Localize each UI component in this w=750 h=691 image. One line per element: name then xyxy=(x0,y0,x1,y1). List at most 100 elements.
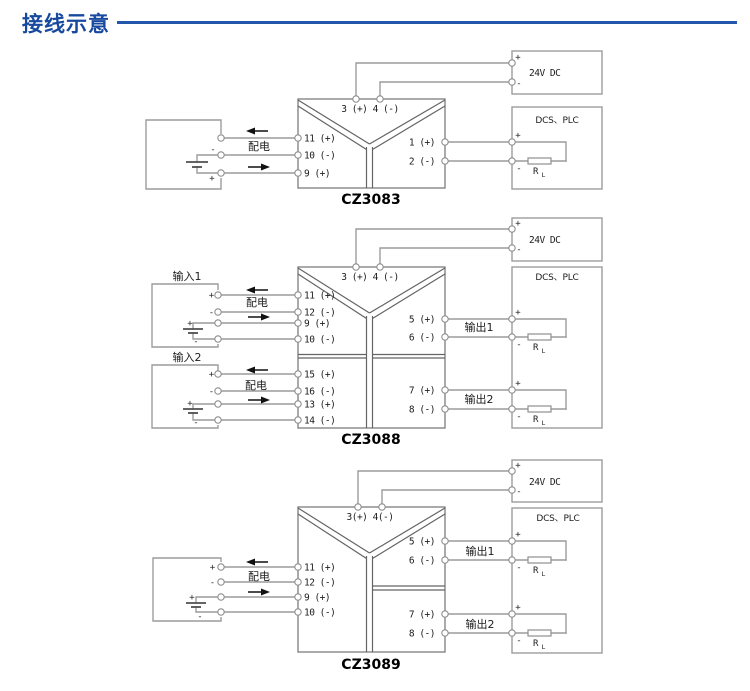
load-resistor-sub: L xyxy=(542,643,546,651)
terminal-label: 10 (-) xyxy=(304,151,335,162)
supply-box: + - 24V DC xyxy=(508,459,603,503)
terminal-dot xyxy=(294,319,302,327)
supply-label: 24V DC xyxy=(529,477,560,488)
power-dist-label: 配电 xyxy=(248,140,270,153)
load-resistor xyxy=(527,157,552,165)
terminal-dot xyxy=(294,151,302,159)
terminal-label: 7 (+) xyxy=(409,386,435,397)
battery-symbol xyxy=(183,328,203,334)
terminal-dot xyxy=(217,563,225,571)
dcs-plc-label: DCS、PLC xyxy=(535,116,578,126)
terminal-dot xyxy=(294,370,302,378)
flow-arrow-left xyxy=(246,286,268,294)
transmitter-box: + - + - xyxy=(152,557,225,622)
minus-sign: - xyxy=(193,418,198,428)
power-dist-label: 配电 xyxy=(246,296,268,309)
terminal-label: 10 (-) xyxy=(304,335,335,346)
terminal-dot xyxy=(214,370,222,378)
terminal-dot xyxy=(441,138,449,146)
load-resistor-sub: L xyxy=(542,171,546,179)
load-resistor-label: R xyxy=(533,167,539,177)
terminal-dot xyxy=(508,610,516,618)
terminal-dot xyxy=(294,400,302,408)
minus-sign: - xyxy=(516,412,521,422)
terminal-dot xyxy=(214,291,222,299)
terminal-label: 8 (-) xyxy=(409,405,435,416)
load-resistor xyxy=(527,556,552,564)
output1-label: 输出1 xyxy=(465,320,494,334)
flow-arrow-right xyxy=(248,588,270,596)
supply-label: 24V DC xyxy=(529,68,560,79)
terminal-dot xyxy=(214,335,222,343)
page-title: 接线示意 xyxy=(22,12,110,36)
terminal-dot xyxy=(214,387,222,395)
terminal-label: 5 (+) xyxy=(409,537,435,548)
minus-sign: - xyxy=(209,387,214,397)
terminal-label: 9 (+) xyxy=(304,169,330,180)
battery-symbol xyxy=(183,408,203,414)
terminal-label: 6 (-) xyxy=(409,333,435,344)
isolator-box: 3 (+) 4 (-) 11 (+) 10 (-) 9 (+) 1 (+) 2 … xyxy=(294,95,449,189)
load-resistor-label: R xyxy=(533,566,539,576)
terminal-label: 6 (-) xyxy=(409,556,435,567)
minus-sign: - xyxy=(209,308,214,318)
output2-label: 输出2 xyxy=(465,392,494,406)
terminal-label: 10 (-) xyxy=(304,608,335,619)
minus-sign: - xyxy=(210,145,215,155)
dcs-plc-box: DCS、PLC R L R L + - + - xyxy=(508,266,603,429)
plus-sign: + xyxy=(515,603,521,613)
terminal-dot xyxy=(508,556,516,564)
minus-sign: - xyxy=(516,79,521,89)
terminal-dot xyxy=(214,416,222,424)
terminal-label: 5 (+) xyxy=(409,315,435,326)
terminal-dot xyxy=(294,291,302,299)
supply-box: + - 24V DC xyxy=(508,50,603,95)
terminal-dot xyxy=(508,537,516,545)
terminal-label: 9 (+) xyxy=(304,593,330,604)
load-resistor-sub: L xyxy=(542,419,546,427)
flow-arrow-left xyxy=(246,127,268,135)
terminal-label: 15 (+) xyxy=(304,370,335,381)
minus-sign: - xyxy=(516,636,521,646)
title-rule xyxy=(117,21,737,24)
terminal-dot xyxy=(217,169,225,177)
compartment-divider xyxy=(298,353,445,359)
terminal-dot xyxy=(217,593,225,601)
power-dist-label: 配电 xyxy=(248,570,270,583)
terminal-dot xyxy=(214,319,222,327)
plus-sign: + xyxy=(209,370,215,380)
terminal-dot xyxy=(441,386,449,394)
load-resistor-label: R xyxy=(533,343,539,353)
terminal-dot xyxy=(508,405,516,413)
terminal-dot xyxy=(294,335,302,343)
terminal-dot xyxy=(508,629,516,637)
plus-sign: + xyxy=(515,308,521,318)
compartment-divider xyxy=(372,585,445,591)
y-divider xyxy=(297,99,446,188)
terminal-dot xyxy=(214,400,222,408)
terminal-dot xyxy=(294,308,302,316)
supply-label: 24V DC xyxy=(529,235,560,246)
terminal-dot xyxy=(508,315,516,323)
terminal-dot xyxy=(352,95,360,103)
plus-sign: + xyxy=(515,461,521,471)
minus-sign: - xyxy=(516,487,521,497)
terminal-dot xyxy=(508,467,516,475)
terminal-label: 2 (-) xyxy=(409,157,435,168)
load-resistor-label: R xyxy=(533,415,539,425)
flow-arrow-right xyxy=(248,396,270,404)
wire-supply-minus xyxy=(379,247,513,268)
terminal-dot xyxy=(354,503,362,511)
dcs-plc-label: DCS、PLC xyxy=(535,273,578,283)
terminal-dot xyxy=(508,244,516,252)
terminal-label: 8 (-) xyxy=(409,629,435,640)
terminal-dot xyxy=(441,610,449,618)
plus-sign: + xyxy=(515,53,521,63)
terminal-dot xyxy=(441,315,449,323)
plus-sign: + xyxy=(189,593,195,603)
input2-label: 输入2 xyxy=(173,350,202,364)
terminal-label: 13 (+) xyxy=(304,400,335,411)
power-dist-label: 配电 xyxy=(245,379,267,392)
terminal-label: 11 (+) xyxy=(304,563,335,574)
terminal-dot xyxy=(294,169,302,177)
